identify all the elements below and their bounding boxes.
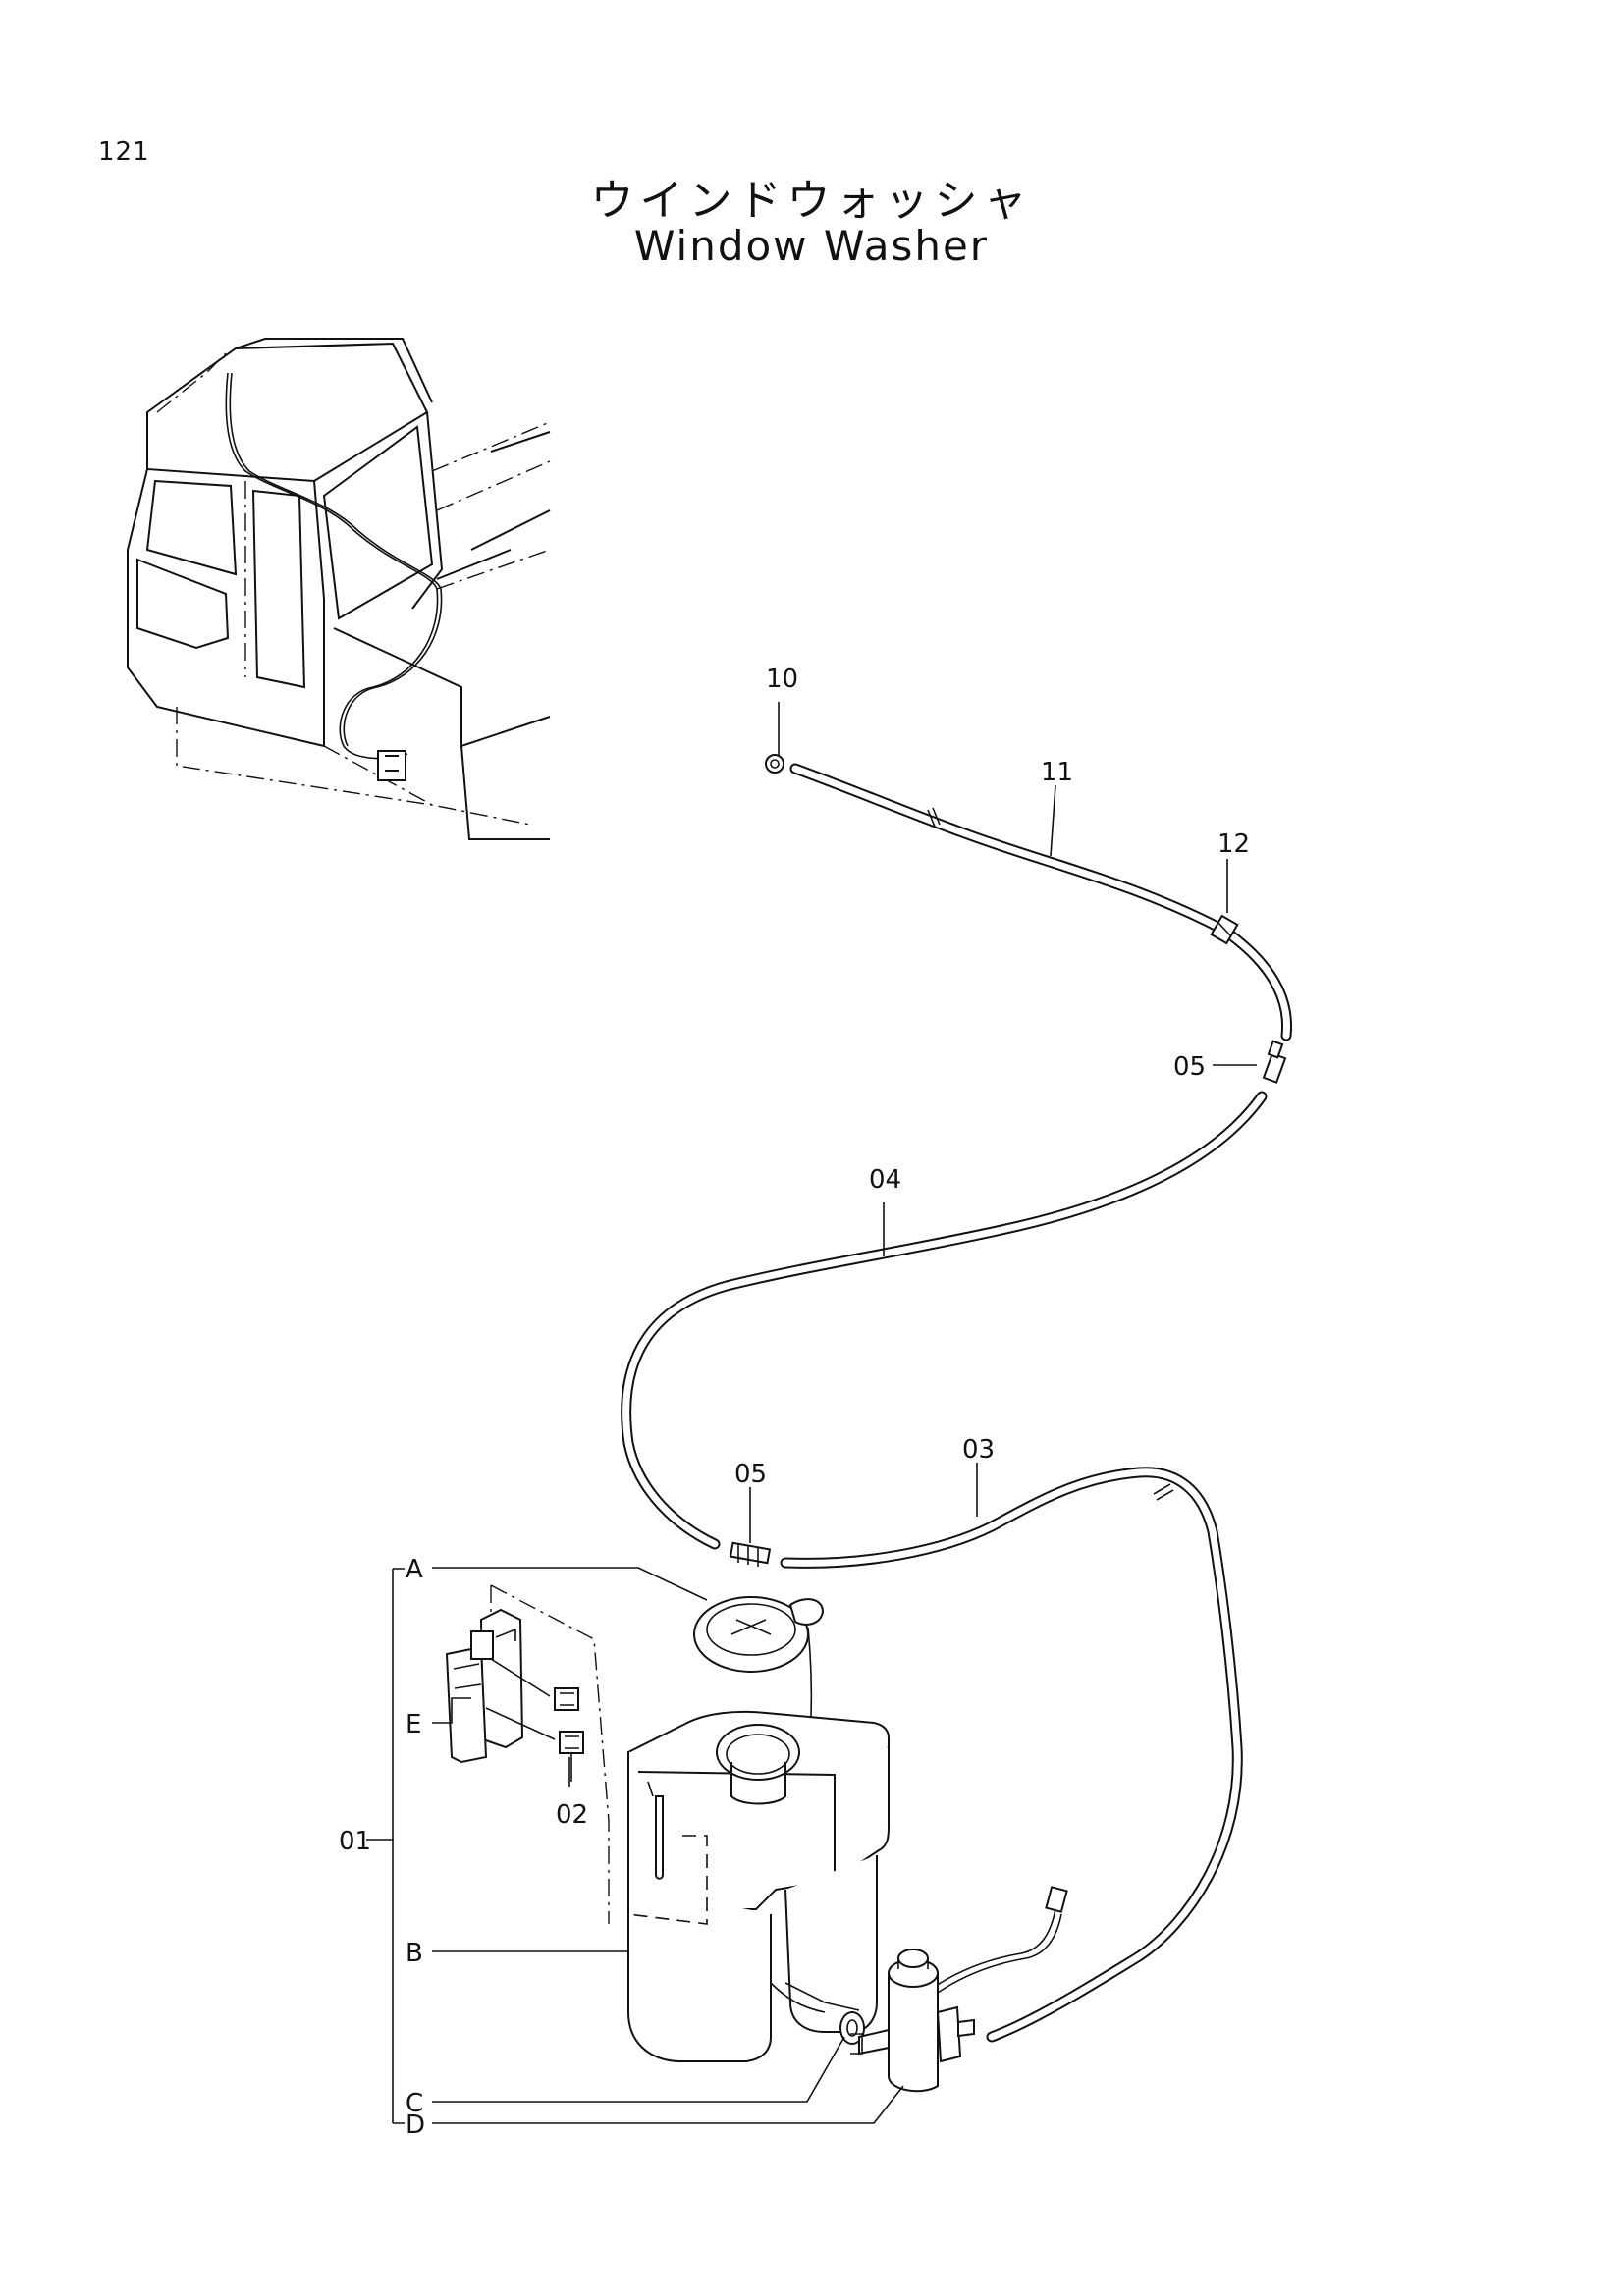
callout-A: A (406, 1555, 423, 1584)
callout-11: 11 (1041, 758, 1073, 787)
leader-lines (366, 702, 1257, 2124)
connector-05-middle (729, 1541, 772, 1567)
pump-wire (932, 1886, 1068, 1994)
pump-D (850, 1949, 975, 2093)
callout-03: 03 (962, 1435, 995, 1465)
callout-D: D (406, 2110, 425, 2140)
connector-05-top (1262, 1040, 1287, 1084)
grommet-C (839, 2011, 865, 2045)
title-japanese: ウインドウォッシャ (590, 176, 1033, 226)
hose-03 (780, 1467, 1243, 2043)
bracket-E (445, 1584, 610, 1924)
hose-after-12 (1221, 927, 1293, 1041)
callout-04: 04 (869, 1165, 901, 1195)
tank-cap-A (693, 1596, 825, 1728)
washer-tank-B (626, 1710, 890, 2062)
callout-01: 01 (339, 1827, 371, 1856)
hose-11 (789, 763, 1223, 933)
callout-10: 10 (766, 665, 798, 694)
callout-B: B (406, 1939, 423, 1968)
hose-04 (621, 1091, 1268, 1550)
callout-E: E (406, 1710, 421, 1739)
nozzle-10 (765, 754, 784, 774)
bolt-02 (485, 1658, 584, 1782)
title-english: Window Washer (633, 222, 990, 270)
joint-12 (1210, 914, 1239, 945)
page-number: 121 (98, 137, 150, 167)
callout-05-middle: 05 (734, 1460, 767, 1489)
callout-05-top: 05 (1173, 1052, 1206, 1082)
callout-C: C (406, 2089, 423, 2118)
cab-overview-illustration (127, 338, 551, 840)
callout-12: 12 (1217, 829, 1250, 859)
callout-02: 02 (556, 1800, 588, 1830)
